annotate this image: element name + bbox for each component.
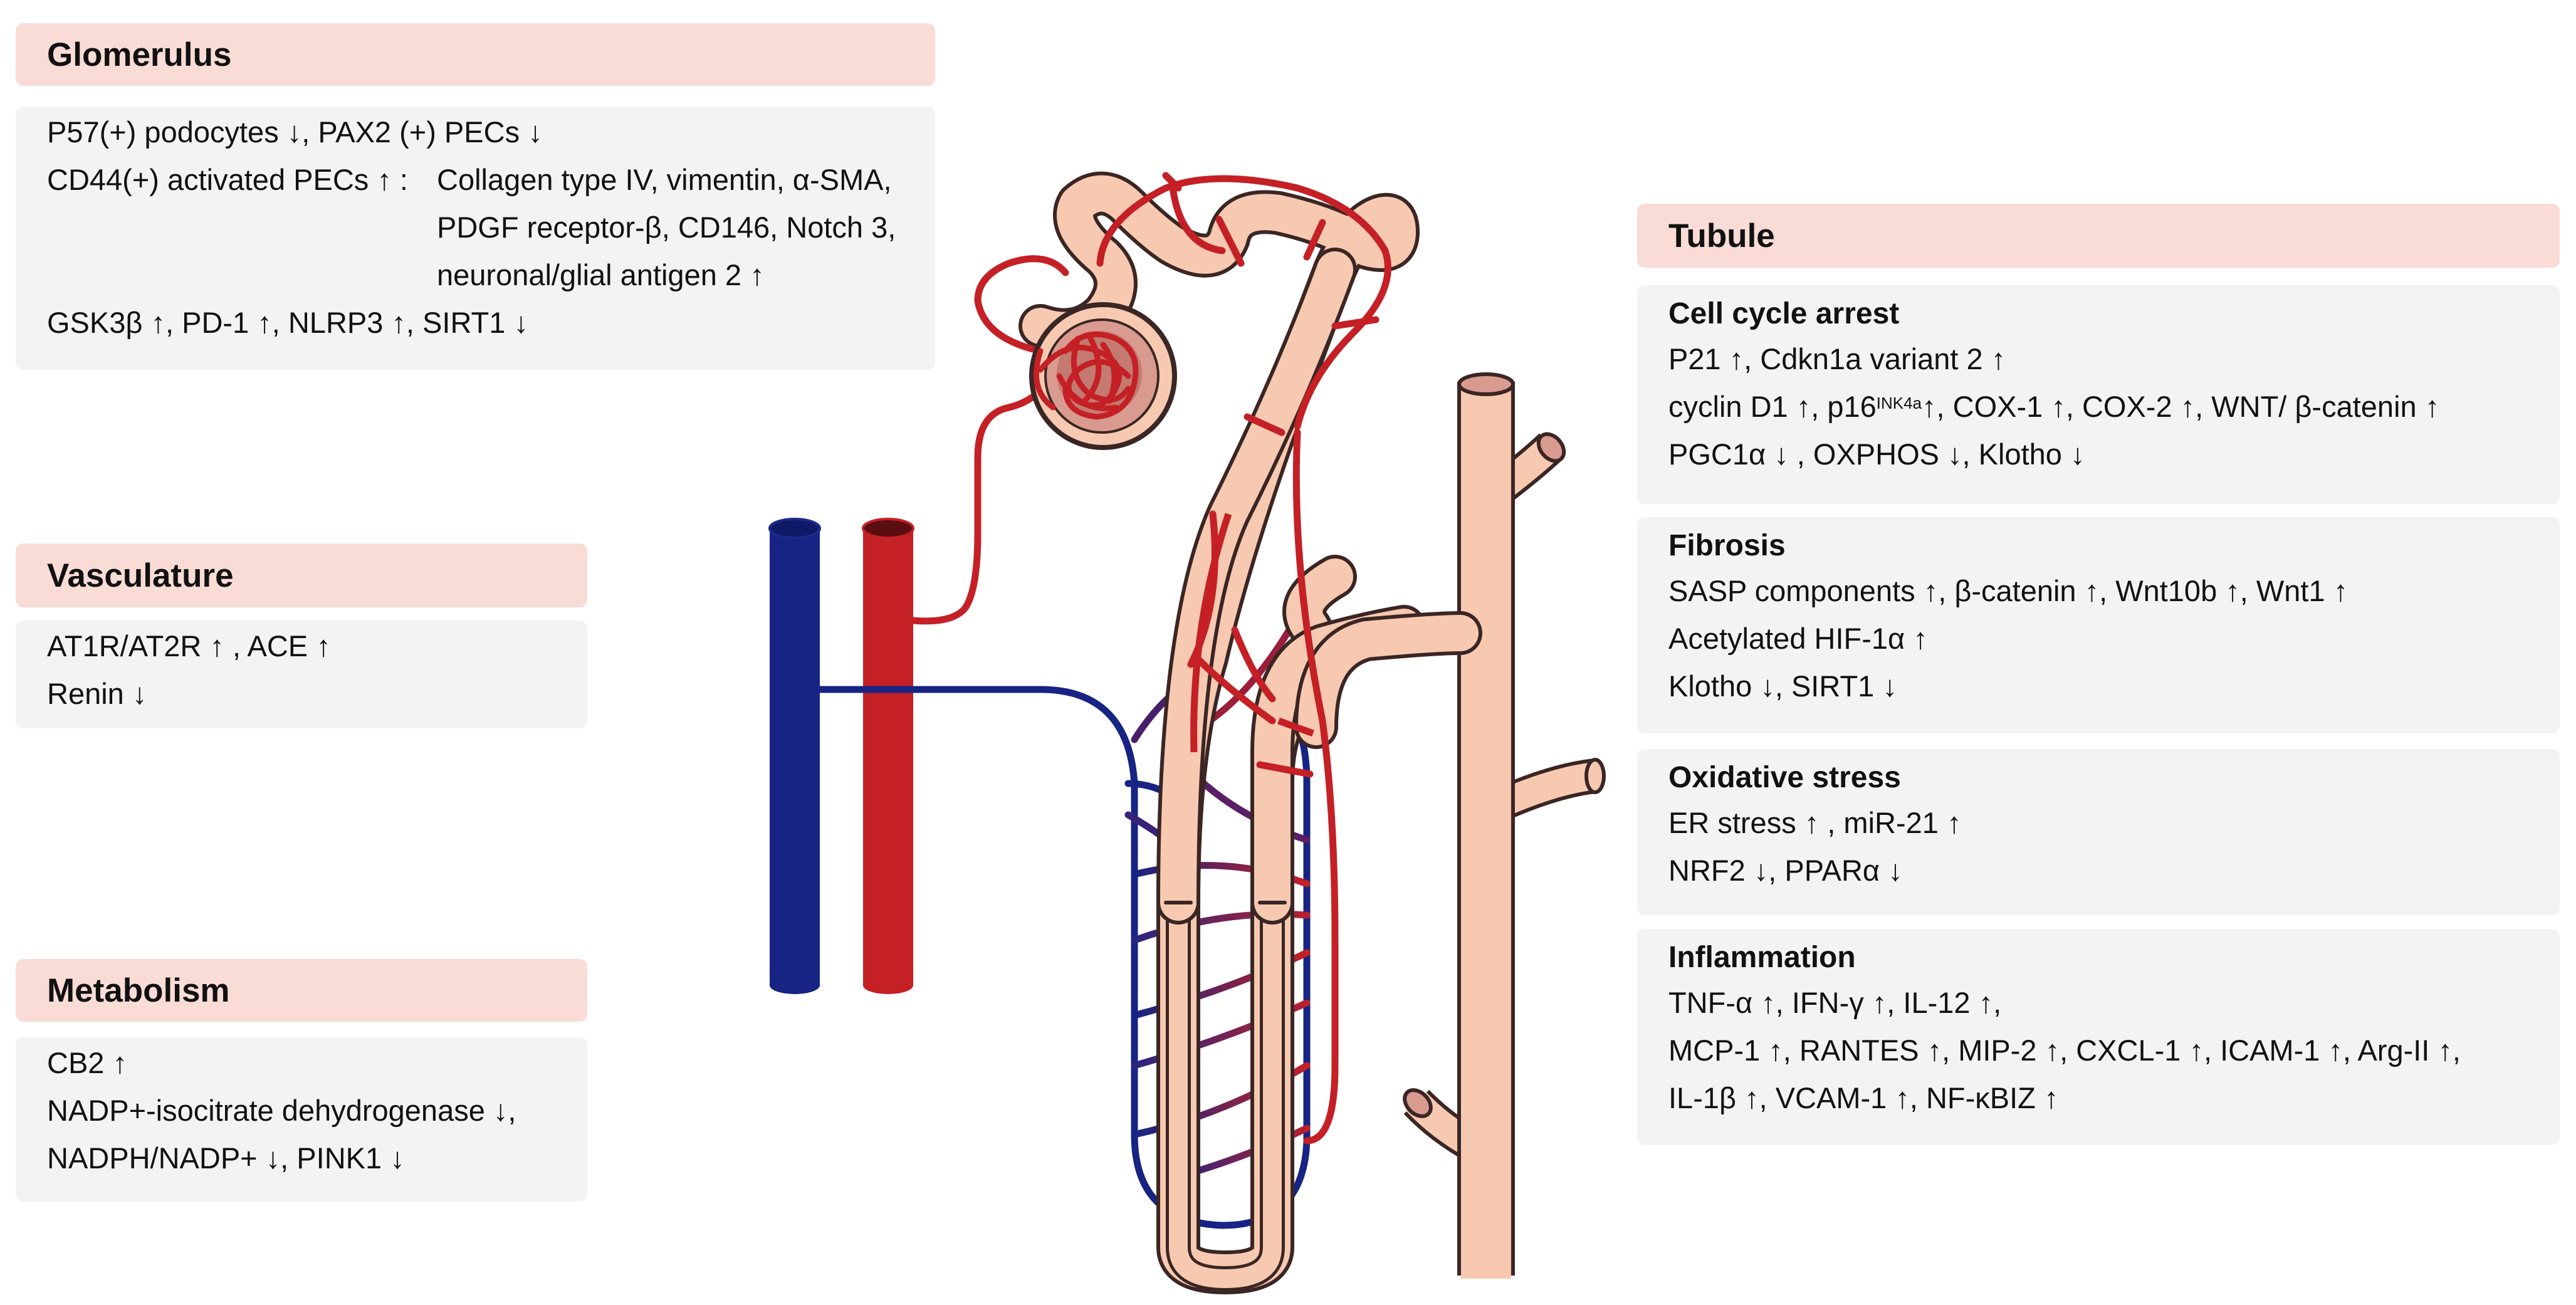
artery-trunk — [862, 518, 914, 994]
vasculature-box: AT1R/AT2R ↑ , ACE ↑ Renin ↓ — [16, 621, 587, 728]
glomerulus-box: P57(+) podocytes ↓, PAX2 (+) PECs ↓ CD44… — [16, 107, 935, 370]
oxidative-line-2: NRF2 ↓, PPARα ↓ — [1668, 854, 1903, 887]
glomerulus-line-1: P57(+) podocytes ↓, PAX2 (+) PECs ↓ — [47, 115, 543, 149]
inflammation-heading: Inflammation — [1668, 941, 1856, 974]
inflammation-box: Inflammation TNF-α ↑, IFN-γ ↑, IL-12 ↑, … — [1637, 929, 2560, 1145]
cell-cycle-line-3: PGC1α ↓ , OXPHOS ↓, Klotho ↓ — [1668, 438, 2085, 471]
fibrosis-heading: Fibrosis — [1668, 529, 1786, 562]
glomerulus-line-2c: PDGF receptor-β, CD146, Notch 3, — [437, 211, 896, 244]
oxidative-line-1: ER stress ↑ , miR-21 ↑ — [1668, 806, 1962, 839]
glomerulus — [1029, 302, 1177, 450]
fibrosis-line-3: Klotho ↓, SIRT1 ↓ — [1668, 669, 1897, 703]
glomerulus-line-2b: Collagen type IV, vimentin, α-SMA, — [437, 163, 892, 196]
fibrosis-line-1: SASP components ↑, β-catenin ↑, Wnt10b ↑… — [1668, 574, 2348, 607]
vasculature-line-1: AT1R/AT2R ↑ , ACE ↑ — [47, 629, 331, 663]
efferent-capillaries — [909, 172, 1391, 1145]
glomerulus-line-2: CD44(+) activated PECs ↑ : — [47, 163, 408, 196]
cell-cycle-line-2: cyclin D1 ↑, p16INK4a↑, COX-1 ↑, COX-2 ↑… — [1668, 390, 2440, 423]
metabolism-line-1: CB2 ↑ — [47, 1046, 127, 1079]
vein-trunk — [768, 518, 821, 994]
metabolism-header: Metabolism — [16, 959, 587, 1022]
cell-cycle-line-1: P21 ↑, Cdkn1a variant 2 ↑ — [1668, 342, 2006, 375]
oxidative-box: Oxidative stress ER stress ↑ , miR-21 ↑ … — [1637, 749, 2560, 915]
fibrosis-box: Fibrosis SASP components ↑, β-catenin ↑,… — [1637, 517, 2560, 733]
inflammation-line-2: MCP-1 ↑, RANTES ↑, MIP-2 ↑, CXCL-1 ↑, IC… — [1668, 1034, 2461, 1067]
metabolism-line-2: NADP+-isocitrate dehydrogenase ↓, — [47, 1094, 516, 1127]
cell-cycle-box: Cell cycle arrest P21 ↑, Cdkn1a variant … — [1637, 285, 2560, 505]
metabolism-line-3: NADPH/NADP+ ↓, PINK1 ↓ — [47, 1141, 405, 1175]
oxidative-heading: Oxidative stress — [1668, 761, 1901, 794]
metabolism-box: CB2 ↑ NADP+-isocitrate dehydrogenase ↓, … — [16, 1037, 587, 1202]
inflammation-line-3: IL-1β ↑, VCAM-1 ↑, NF-κBIZ ↑ — [1668, 1081, 2059, 1114]
inflammation-line-1: TNF-α ↑, IFN-γ ↑, IL-12 ↑, — [1668, 986, 2002, 1019]
tubule-header: Tubule — [1637, 204, 2560, 268]
glomerulus-line-2d: neuronal/glial antigen 2 ↑ — [437, 258, 765, 291]
loop-of-henle — [1166, 903, 1285, 1292]
cell-cycle-heading: Cell cycle arrest — [1668, 297, 1900, 330]
glomerulus-line-3: GSK3β ↑, PD-1 ↑, NLRP3 ↑, SIRT1 ↓ — [47, 306, 528, 339]
fibrosis-line-2: Acetylated HIF-1α ↑ — [1668, 622, 1928, 655]
collecting-duct — [1403, 372, 1606, 1279]
vasculature-header: Vasculature — [16, 543, 587, 607]
vasculature-line-2: Renin ↓ — [47, 677, 147, 710]
glomerulus-header: Glomerulus — [16, 23, 935, 86]
tubule-capillary-loop — [1190, 513, 1314, 753]
